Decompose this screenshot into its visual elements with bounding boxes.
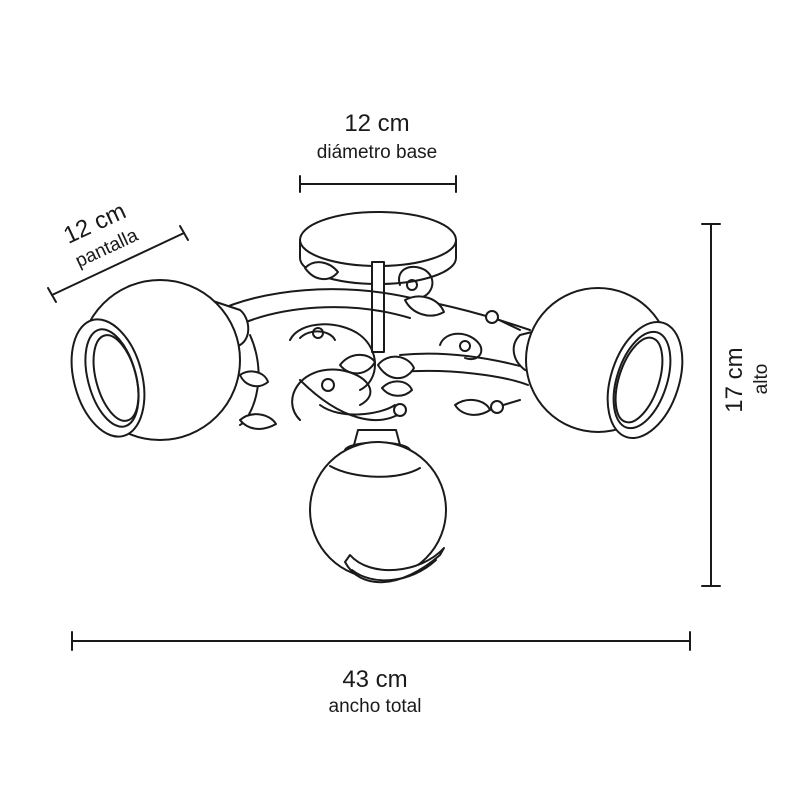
height-dimension-line [701, 223, 721, 587]
bottom-globe-shade [309, 429, 447, 584]
scroll-ornaments [289, 265, 483, 421]
base-diameter-value: 12 cm [344, 110, 410, 137]
leaf-decorations [239, 261, 491, 430]
height-caption: alto [751, 363, 772, 395]
width-caption: ancho total [328, 696, 422, 717]
shade-dimension-line [47, 225, 189, 303]
height-value: 17 cm [721, 347, 748, 413]
ceiling-base [299, 211, 457, 353]
right-globe-shade [512, 287, 684, 440]
width-value: 43 cm [342, 666, 408, 693]
base-diameter-caption: diámetro base [316, 142, 438, 163]
left-globe-shade [70, 279, 250, 441]
width-dimension-line [71, 631, 691, 651]
base-diameter-dimension-line [299, 175, 457, 193]
